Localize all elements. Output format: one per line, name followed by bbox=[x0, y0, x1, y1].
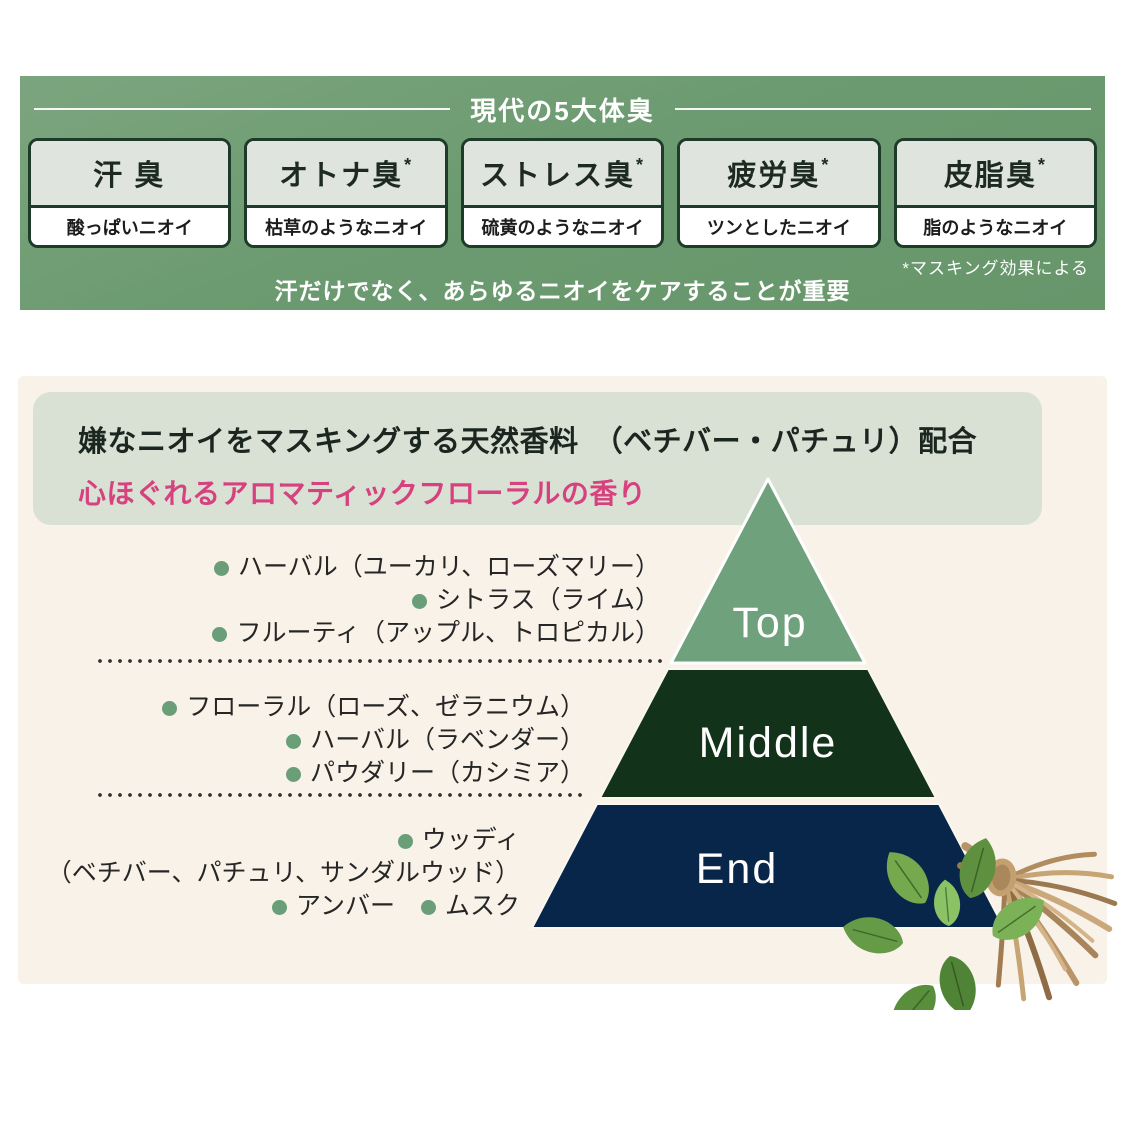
body-odor-banner: 現代の5大体臭 汗 臭 酸っぱいニオイ オトナ臭* 枯草のようなニオイ ストレス… bbox=[20, 76, 1105, 310]
note-text: シトラス（ライム） bbox=[435, 586, 660, 614]
odor-name: 皮脂臭 bbox=[943, 160, 1037, 192]
note-line: アンバー ムスク bbox=[40, 890, 520, 923]
note-bullet-icon bbox=[420, 900, 436, 915]
pyramid-top-segment bbox=[669, 477, 867, 665]
dotted-separator bbox=[95, 659, 665, 663]
botanical-images bbox=[843, 838, 1118, 1010]
asterisk-mark: * bbox=[404, 154, 414, 175]
banner-title: 現代の5大体臭 bbox=[470, 95, 655, 126]
odor-name: 汗 臭 bbox=[93, 160, 166, 192]
banner-title-row: 現代の5大体臭 bbox=[34, 92, 1091, 126]
odor-desc: 硫黄のようなニオイ bbox=[463, 208, 662, 245]
title-rule-left bbox=[34, 108, 451, 110]
note-text: パウダリー（カシミア） bbox=[309, 759, 585, 787]
note-text: アンバー bbox=[295, 892, 395, 920]
note-text: ウッディ bbox=[421, 826, 520, 854]
note-bullet-icon bbox=[162, 701, 178, 716]
note-line: フローラル（ローズ、ゼラニウム） bbox=[90, 691, 585, 724]
pyramid-label-end: End bbox=[696, 845, 779, 893]
note-line: フルーティ（アップル、トロピカル） bbox=[90, 617, 660, 650]
odor-name: 疲労臭 bbox=[727, 160, 821, 192]
note-bullet-icon bbox=[286, 734, 302, 749]
odor-desc: 脂のようなニオイ bbox=[896, 208, 1095, 245]
note-text: ハーバル（ラベンダー） bbox=[310, 726, 585, 754]
note-text: フローラル（ローズ、ゼラニウム） bbox=[186, 693, 585, 721]
odor-box-otona: オトナ臭* 枯草のようなニオイ bbox=[244, 138, 448, 248]
pyramid-label-middle: Middle bbox=[699, 719, 838, 767]
odor-desc: 酸っぱいニオイ bbox=[31, 208, 229, 245]
end-notes-list: ウッディ （ベチバー、パチュリ、サンダルウッド） アンバー ムスク bbox=[40, 824, 520, 923]
note-text: ムスク bbox=[444, 892, 520, 920]
title-rule-right bbox=[674, 108, 1091, 110]
asterisk-mark: * bbox=[821, 154, 831, 175]
pyramid-label-top: Top bbox=[732, 599, 807, 647]
fragrance-headline: 嫌なニオイをマスキングする天然香料 （ベチバー・パチュリ）配合 bbox=[78, 426, 978, 458]
note-text: （ベチバー、パチュリ、サンダルウッド） bbox=[46, 859, 520, 887]
odor-name: ストレス臭 bbox=[480, 160, 636, 192]
note-text: ハーバル（ユーカリ、ローズマリー） bbox=[237, 553, 660, 581]
note-text: フルーティ（アップル、トロピカル） bbox=[236, 619, 660, 647]
fragrance-header: 嫌なニオイをマスキングする天然香料 （ベチバー・パチュリ）配合 心ほぐれるアロマ… bbox=[33, 392, 1042, 525]
pyramid-middle-segment bbox=[599, 668, 937, 799]
odor-desc: ツンとしたニオイ bbox=[680, 208, 878, 245]
note-line: シトラス（ライム） bbox=[90, 584, 660, 617]
masking-footnote: *マスキング効果による bbox=[902, 259, 1089, 278]
odor-box-stress: ストレス臭* 硫黄のようなニオイ bbox=[460, 138, 665, 248]
note-bullet-icon bbox=[212, 627, 228, 642]
note-line: パウダリー（カシミア） bbox=[90, 757, 585, 790]
fragrance-subheadline: 心ほぐれるアロマティックフローラルの香り bbox=[78, 478, 647, 509]
dotted-separator bbox=[95, 793, 587, 797]
fragrance-pyramid: Top Middle End bbox=[531, 477, 1005, 929]
middle-notes-list: フローラル（ローズ、ゼラニウム） ハーバル（ラベンダー） パウダリー（カシミア） bbox=[90, 691, 585, 790]
patchouli-leaves-image bbox=[843, 838, 1044, 1010]
odor-box-sebum: 皮脂臭* 脂のようなニオイ bbox=[893, 138, 1098, 248]
note-line: ウッディ bbox=[40, 824, 520, 857]
note-bullet-icon bbox=[285, 767, 301, 782]
odor-desc: 枯草のようなニオイ bbox=[247, 208, 445, 245]
note-bullet-icon bbox=[411, 594, 427, 609]
top-notes-list: ハーバル（ユーカリ、ローズマリー） シトラス（ライム） フルーティ（アップル、ト… bbox=[90, 551, 660, 650]
asterisk-mark: * bbox=[636, 154, 646, 175]
note-bullet-icon bbox=[271, 900, 287, 915]
odor-name: オトナ臭 bbox=[279, 160, 404, 192]
odor-box-row: 汗 臭 酸っぱいニオイ オトナ臭* 枯草のようなニオイ ストレス臭* 硫黄のよう… bbox=[28, 138, 1098, 248]
odor-box-fatigue: 疲労臭* ツンとしたニオイ bbox=[677, 138, 881, 248]
asterisk-mark: * bbox=[1037, 154, 1047, 175]
note-line: ハーバル（ユーカリ、ローズマリー） bbox=[90, 551, 660, 584]
note-bullet-icon bbox=[213, 561, 229, 576]
banner-message: 汗だけでなく、あらゆるニオイをケアすることが重要 bbox=[274, 278, 851, 304]
note-bullet-icon bbox=[397, 834, 413, 849]
note-line: ハーバル（ラベンダー） bbox=[90, 724, 585, 757]
odor-box-sweat: 汗 臭 酸っぱいニオイ bbox=[28, 138, 232, 248]
note-line: （ベチバー、パチュリ、サンダルウッド） bbox=[40, 857, 520, 890]
